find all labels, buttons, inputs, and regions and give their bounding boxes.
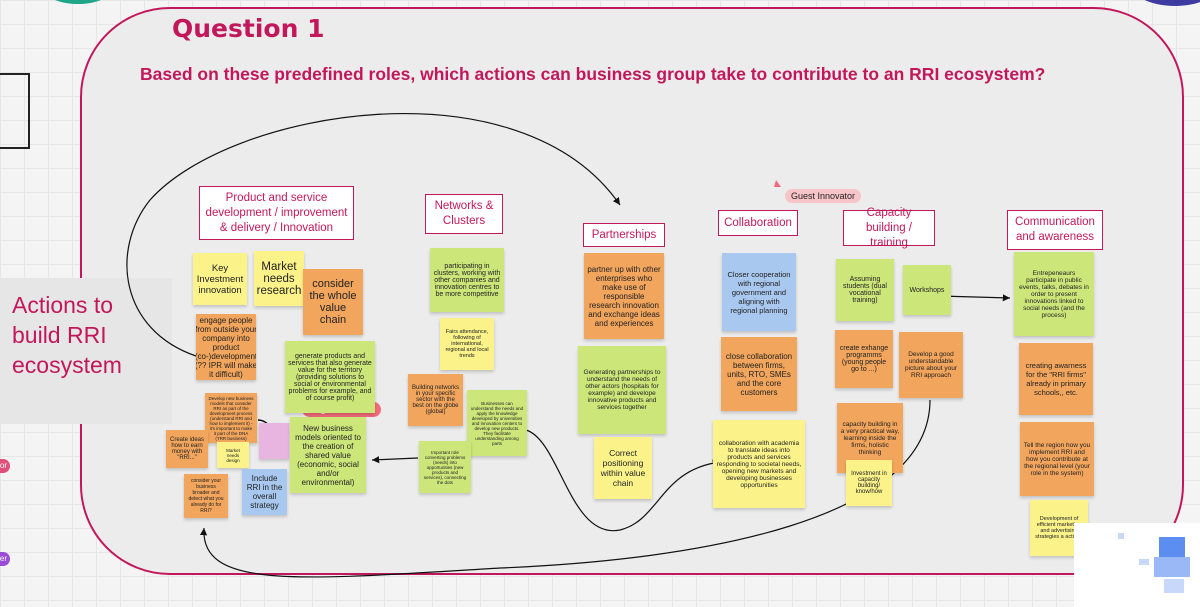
sticky-note[interactable]: Correct positioning within value chain: [594, 437, 652, 499]
minimap[interactable]: [1074, 523, 1200, 607]
minimap-region: [1154, 557, 1190, 577]
sticky-note[interactable]: creating awarness for the "RRI firms" al…: [1019, 343, 1093, 415]
question-title: Question 1: [172, 14, 325, 43]
chip-label: er: [0, 554, 7, 563]
sticky-note[interactable]: Generating partnerships to understand th…: [578, 346, 666, 434]
sticky-note[interactable]: engage people from outside your company …: [196, 314, 256, 380]
minimap-region: [1118, 533, 1124, 539]
sticky-note[interactable]: Create ideas how to earn money with "RRI…: [166, 430, 208, 468]
sticky-note[interactable]: consider the whole value chain: [303, 269, 363, 335]
sticky-note[interactable]: Entrepeneaurs participate in public even…: [1014, 252, 1094, 336]
sticky-note[interactable]: partner up with other enterprises who ma…: [584, 253, 664, 339]
sticky-note[interactable]: Closer cooperation with regional governm…: [722, 253, 796, 331]
cursor-label-guest: Guest Innovator: [785, 189, 862, 203]
minimap-viewport[interactable]: [1159, 537, 1185, 557]
sticky-note[interactable]: Building networks in your specific secto…: [408, 374, 463, 426]
board-frame[interactable]: [0, 73, 30, 149]
category-collaboration[interactable]: Collaboration: [718, 210, 798, 236]
sticky-note[interactable]: Fairs attendance, following of internati…: [440, 318, 494, 370]
sticky-note[interactable]: consider your business broader and detec…: [184, 474, 228, 518]
sticky-note[interactable]: Key Investment innovation: [193, 253, 247, 305]
sticky-note[interactable]: [259, 423, 289, 459]
category-networks[interactable]: Networks & Clusters: [425, 194, 503, 234]
category-partnerships[interactable]: Partnerships: [583, 223, 665, 247]
sticky-note[interactable]: Businesses can understand the needs and …: [467, 390, 527, 456]
board-shape[interactable]: [38, 0, 118, 4]
category-product[interactable]: Product and service development / improv…: [199, 186, 354, 240]
sticky-note[interactable]: Assuming students (dual vocational train…: [836, 259, 894, 321]
minimap-region: [1164, 579, 1184, 593]
sticky-note[interactable]: create exhange programms (young people g…: [835, 330, 893, 388]
sticky-note[interactable]: close collaboration between firms, units…: [721, 337, 797, 411]
sticky-note[interactable]: Investment in capacity building/ know/ho…: [846, 460, 892, 506]
sticky-note[interactable]: generate products and services that also…: [285, 341, 375, 413]
sticky-note[interactable]: New business models oriented to the crea…: [290, 417, 366, 493]
sticky-note[interactable]: Market needs design: [217, 442, 249, 468]
sticky-note[interactable]: Develop a good understandable picture ab…: [899, 332, 963, 398]
sticky-note[interactable]: Develop new business models that conside…: [205, 393, 257, 443]
sticky-note[interactable]: Workshops: [903, 265, 951, 315]
sticky-note[interactable]: Include RRI in the overall strategy: [242, 469, 287, 515]
collaborator-chip[interactable]: or: [0, 459, 10, 473]
category-capacity[interactable]: Capacity building / training: [843, 207, 935, 249]
side-card-text: Actions to build RRI ecosystem: [12, 292, 122, 378]
category-communication[interactable]: Communication and awareness: [1007, 210, 1103, 250]
sticky-note[interactable]: Market needs research: [254, 251, 304, 306]
collaborator-chip[interactable]: er: [0, 552, 10, 566]
sticky-note[interactable]: participating in clusters, working with …: [430, 248, 504, 312]
minimap-region: [1139, 559, 1149, 565]
board-shape[interactable]: [1130, 0, 1200, 6]
sticky-note[interactable]: Important role converting problems (need…: [419, 441, 471, 493]
chip-label: or: [0, 461, 7, 470]
sticky-note[interactable]: Tell the region how you implement RRI an…: [1020, 422, 1094, 496]
sticky-note[interactable]: collaboration with academia to translate…: [713, 420, 805, 508]
question-text: Based on these predefined roles, which a…: [140, 64, 1046, 84]
